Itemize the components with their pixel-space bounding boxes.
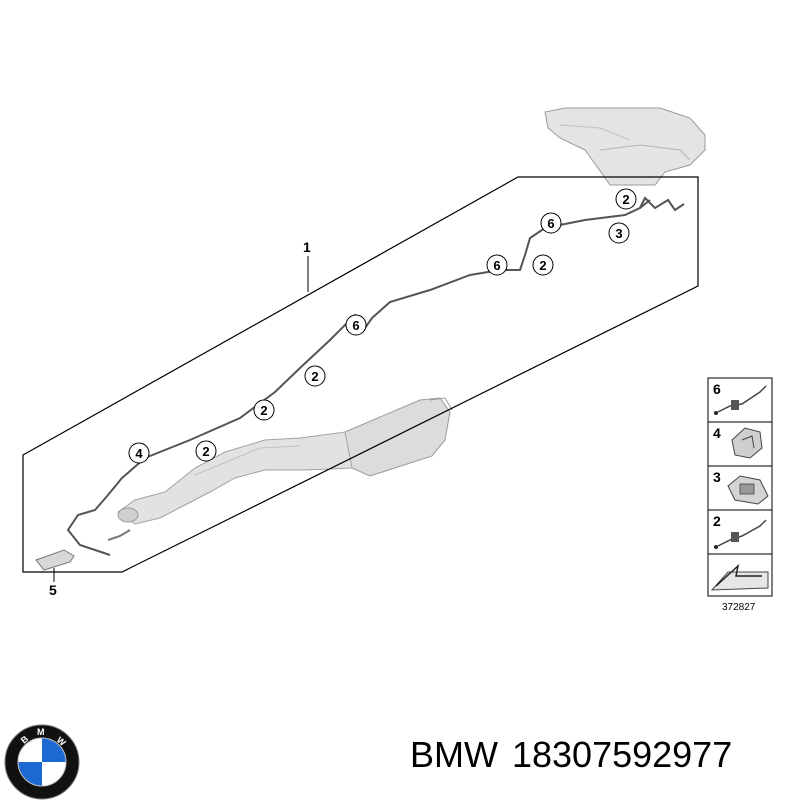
cable-tie-icon	[717, 519, 767, 547]
fuel-tank-illustration	[544, 107, 706, 186]
svg-text:2: 2	[622, 192, 629, 207]
svg-text:2: 2	[202, 444, 209, 459]
legend-item-number: 3	[713, 469, 721, 485]
svg-text:M: M	[37, 727, 45, 737]
cable-tie-head-icon	[731, 400, 739, 410]
legend-item-number: 6	[713, 381, 721, 397]
svg-text:2: 2	[311, 369, 318, 384]
bmw-logo: B M W	[4, 724, 80, 800]
legend-item-number: 4	[713, 425, 721, 441]
fuel-line-tip	[107, 529, 131, 541]
svg-text:6: 6	[547, 216, 554, 231]
fuel-line-end	[639, 196, 685, 212]
callout-bubble: 2	[532, 254, 554, 276]
svg-text:2: 2	[539, 258, 546, 273]
callout-bubble: 6	[345, 314, 367, 336]
callout-bubble: 2	[304, 365, 326, 387]
callout-bubble: 6	[486, 254, 508, 276]
svg-text:6: 6	[493, 258, 500, 273]
label-bracket: 5	[49, 582, 57, 598]
label-main: 1	[303, 239, 311, 255]
part-caption: BMW 18307592977	[410, 734, 746, 776]
bracket-part-illustration	[35, 549, 75, 571]
brand-name: BMW	[410, 734, 498, 775]
cable-tie-icon	[717, 385, 767, 413]
muffler-illustration	[341, 397, 453, 477]
svg-text:2: 2	[260, 403, 267, 418]
parts-legend: 6 4 3 2 372827	[707, 377, 773, 613]
svg-text:3: 3	[615, 226, 622, 241]
reference-number: 372827	[722, 602, 756, 613]
callout-bubble: 4	[128, 442, 150, 464]
cable-tie-head-icon	[731, 532, 739, 542]
assembly-frame	[22, 176, 699, 573]
callout-bubble: 2	[615, 188, 637, 210]
legend-item-number: 2	[713, 513, 721, 529]
callout-bubble: 6	[540, 212, 562, 234]
callout-bubble: 2	[253, 399, 275, 421]
svg-text:6: 6	[352, 318, 359, 333]
svg-text:4: 4	[135, 446, 143, 461]
part-number: 18307592977	[511, 734, 733, 775]
exhaust-pipe-illustration	[117, 431, 353, 525]
callout-bubble: 3	[608, 222, 630, 244]
callout-bubble: 2	[195, 440, 217, 462]
svg-text:B: B	[19, 733, 31, 745]
clip-icon	[731, 427, 763, 459]
